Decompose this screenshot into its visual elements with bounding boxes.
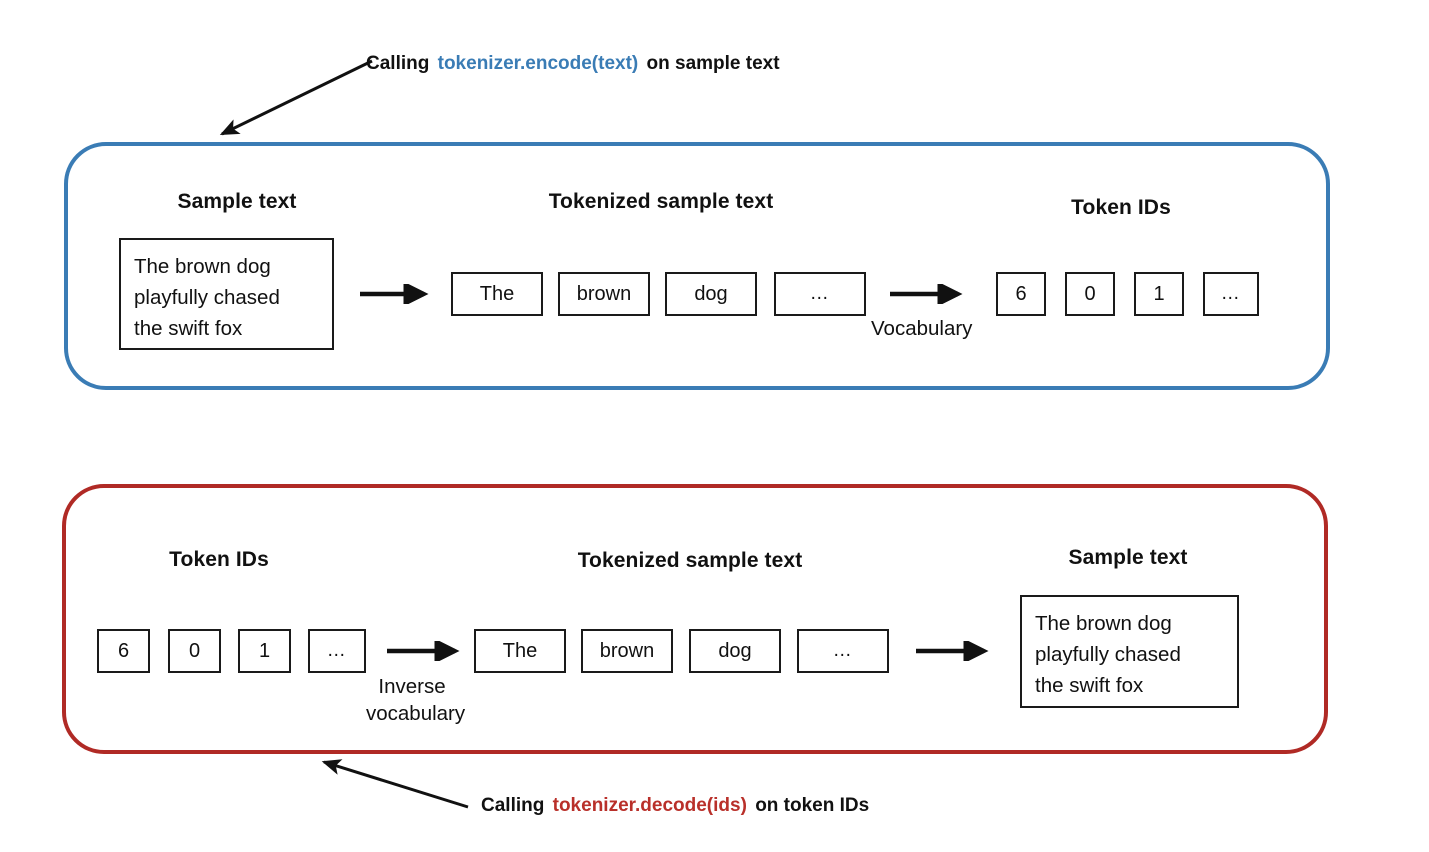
decode-sample-line-2: the swift fox <box>1035 674 1144 697</box>
encode-sample-line-2: the swift fox <box>134 317 243 340</box>
decode-heading-tokenized: Tokenized sample text <box>577 549 803 572</box>
encode-callout-text: Calling tokenizer.encode(text) on sample… <box>366 53 780 75</box>
decode-heading-token-ids: Token IDs <box>169 548 269 571</box>
encode-token-box: brown <box>558 272 650 316</box>
decode-id-box: … <box>308 629 366 673</box>
encode-id-box: … <box>1203 272 1259 316</box>
decode-callout-code: tokenizer.decode(ids) <box>552 795 747 816</box>
decode-token-box: The <box>474 629 566 673</box>
decode-id-box: 6 <box>97 629 150 673</box>
encode-heading-tokenized: Tokenized sample text <box>548 190 774 213</box>
encode-sample-line-1: playfully chased <box>134 286 280 309</box>
decode-arrow-inverse-vocabulary <box>387 641 460 661</box>
encode-arrow-tokenize <box>360 284 429 304</box>
encode-id-label: … <box>1220 283 1242 304</box>
decode-inverse-vocabulary-caption: Inverse vocabulary <box>366 675 466 725</box>
decode-callout-prefix: Calling <box>481 795 545 816</box>
decode-arrow-detokenize <box>916 641 989 661</box>
encode-heading-token-ids: Token IDs <box>1071 196 1171 219</box>
decode-id-label: 1 <box>258 639 271 662</box>
encode-callout-arrow <box>219 59 373 136</box>
encode-id-label: 1 <box>1153 282 1165 305</box>
encode-callout-prefix: Calling <box>366 53 430 74</box>
decode-id-box: 1 <box>238 629 291 673</box>
encode-id-label: 6 <box>1015 282 1027 305</box>
encode-sample-text-box: The brown dog playfully chased the swift… <box>119 238 334 350</box>
encode-token-label: dog <box>694 282 728 305</box>
decode-token-box: … <box>797 629 889 673</box>
encode-sample-line-0: The brown dog <box>134 255 271 278</box>
decode-token-label: … <box>832 640 854 661</box>
encode-token-label: … <box>809 283 831 304</box>
decode-id-box: 0 <box>168 629 221 673</box>
encode-callout-code: tokenizer.encode(text) <box>437 53 639 74</box>
decode-token-box: brown <box>581 629 673 673</box>
encode-arrow-vocabulary <box>890 284 963 304</box>
encode-token-box: dog <box>665 272 757 316</box>
decode-callout-arrow <box>321 759 469 809</box>
encode-vocabulary-caption: Vocabulary <box>871 317 973 340</box>
encode-token-box: The <box>451 272 543 316</box>
encode-token-label: brown <box>576 282 632 305</box>
encode-callout-suffix: on sample text <box>646 53 780 74</box>
decode-token-box: dog <box>689 629 781 673</box>
decode-id-label: 6 <box>117 639 130 662</box>
decode-heading-sample-text: Sample text <box>1068 546 1188 569</box>
decode-callout-suffix: on token IDs <box>755 795 870 816</box>
encode-id-box: 6 <box>996 272 1046 316</box>
decode-token-label: dog <box>718 639 752 662</box>
encode-token-label: The <box>479 282 515 305</box>
decode-sample-text-box: The brown dog playfully chased the swift… <box>1020 595 1239 708</box>
decode-sample-line-0: The brown dog <box>1035 612 1172 635</box>
decode-sample-line-1: playfully chased <box>1035 643 1181 666</box>
decode-callout-text: Calling tokenizer.decode(ids) on token I… <box>481 795 869 817</box>
decode-token-label: brown <box>599 639 655 662</box>
encode-id-box: 1 <box>1134 272 1184 316</box>
encode-token-box: … <box>774 272 866 316</box>
decode-token-label: The <box>502 639 538 662</box>
decode-id-label: 0 <box>188 639 201 662</box>
decode-id-label: … <box>326 640 348 661</box>
encode-heading-sample-text: Sample text <box>177 190 297 213</box>
encode-id-label: 0 <box>1084 282 1096 305</box>
encode-id-box: 0 <box>1065 272 1115 316</box>
